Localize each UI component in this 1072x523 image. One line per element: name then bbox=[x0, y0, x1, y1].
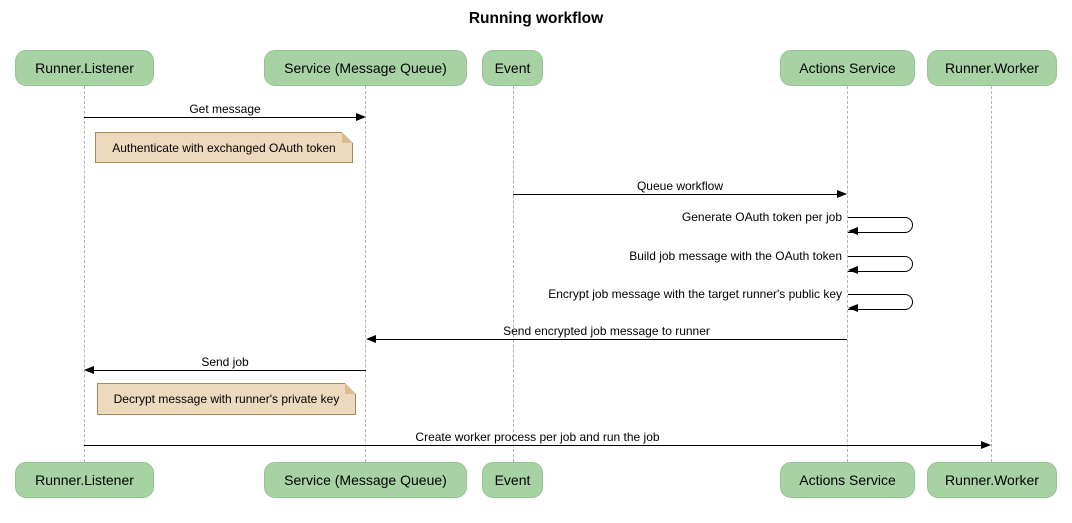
note-fold-icon bbox=[345, 383, 356, 394]
participant-label: Event bbox=[494, 60, 531, 76]
lifeline-service-message-queue bbox=[365, 86, 366, 462]
message-label-generate-oauth-token: Generate OAuth token per job bbox=[681, 210, 842, 224]
message-label-send-encrypted-job: Send encrypted job message to runner bbox=[503, 324, 710, 338]
note-fold-icon bbox=[342, 132, 353, 143]
message-label-get-message: Get message bbox=[189, 102, 261, 116]
lifeline-actions-service bbox=[846, 86, 848, 462]
message-line-create-worker bbox=[84, 445, 982, 446]
participant-actions-service-bottom: Actions Service bbox=[780, 462, 915, 498]
arrowhead-left-icon bbox=[84, 366, 94, 374]
note-text: Decrypt message with runner's private ke… bbox=[113, 392, 340, 406]
message-line-get-message bbox=[84, 117, 357, 118]
note-text: Authenticate with exchanged OAuth token bbox=[112, 140, 336, 155]
message-label-send-job: Send job bbox=[201, 355, 249, 369]
participant-label: Runner.Listener bbox=[35, 60, 134, 76]
arrowhead-left-icon bbox=[366, 335, 376, 343]
participant-label: Actions Service bbox=[799, 472, 896, 488]
participant-runner-listener-bottom: Runner.Listener bbox=[15, 462, 154, 498]
arrowhead-right-icon bbox=[981, 441, 991, 449]
arrowhead-left-icon bbox=[848, 304, 858, 312]
message-label-encrypt-job-message: Encrypt job message with the target runn… bbox=[548, 287, 842, 301]
message-line-send-job bbox=[93, 370, 366, 371]
arrowhead-right-icon bbox=[837, 190, 847, 198]
participant-runner-worker-bottom: Runner.Worker bbox=[927, 462, 1057, 498]
participant-actions-service-top: Actions Service bbox=[780, 50, 915, 86]
note-authenticate: Authenticate with exchanged OAuth token bbox=[95, 132, 353, 163]
self-loop-encrypt-job-message bbox=[848, 294, 913, 310]
participant-service-message-queue-bottom: Service (Message Queue) bbox=[264, 462, 467, 498]
message-label-create-worker: Create worker process per job and run th… bbox=[415, 430, 660, 444]
message-label-queue-workflow: Queue workflow bbox=[636, 179, 724, 193]
message-line-queue-workflow bbox=[513, 194, 838, 195]
lifeline-runner-listener bbox=[84, 86, 85, 462]
message-line-send-encrypted-job bbox=[375, 339, 847, 340]
message-label-build-job-message: Build job message with the OAuth token bbox=[629, 249, 842, 263]
self-loop-build-job-message bbox=[848, 256, 913, 272]
participant-label: Runner.Worker bbox=[945, 472, 1039, 488]
participant-label: Event bbox=[494, 472, 531, 488]
lifeline-runner-worker bbox=[991, 86, 992, 462]
self-loop-generate-oauth-token bbox=[848, 217, 913, 233]
participant-event-top: Event bbox=[482, 50, 543, 86]
participant-label: Runner.Listener bbox=[35, 472, 134, 488]
arrowhead-left-icon bbox=[848, 227, 858, 235]
lifeline-event bbox=[512, 86, 514, 462]
arrowhead-right-icon bbox=[356, 113, 366, 121]
participant-runner-worker-top: Runner.Worker bbox=[927, 50, 1057, 86]
participant-runner-listener-top: Runner.Listener bbox=[15, 50, 154, 86]
participant-event-bottom: Event bbox=[482, 462, 543, 498]
arrowhead-left-icon bbox=[848, 266, 858, 274]
participant-label: Service (Message Queue) bbox=[284, 60, 447, 76]
note-decrypt: Decrypt message with runner's private ke… bbox=[97, 383, 356, 415]
participant-label: Service (Message Queue) bbox=[284, 472, 447, 488]
participant-label: Actions Service bbox=[799, 60, 896, 76]
diagram-title: Running workflow bbox=[468, 10, 604, 27]
participant-service-message-queue-top: Service (Message Queue) bbox=[264, 50, 467, 86]
participant-label: Runner.Worker bbox=[945, 60, 1039, 76]
